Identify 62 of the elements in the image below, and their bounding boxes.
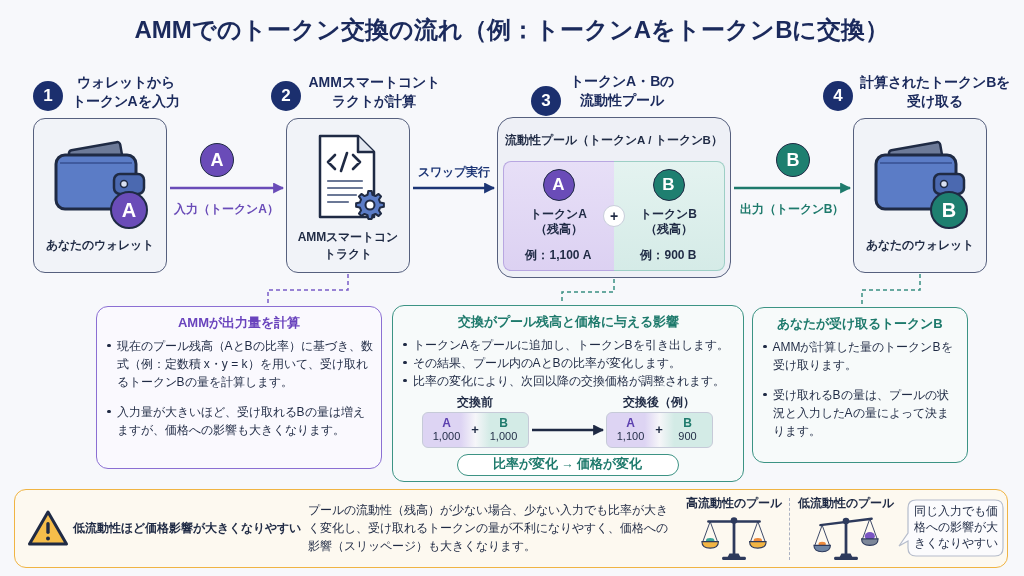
token-coin: B: [652, 168, 685, 201]
step-heading: ウォレットからトークンAを入力: [71, 73, 181, 111]
token-coin: A: [200, 143, 234, 177]
bullet-text: 入力量が大きいほど、受け取れるBの量は増えますが、価格への影響も大きくなります。: [116, 403, 366, 439]
scale-caption: 高流動性のプール: [686, 495, 782, 512]
bullet-text: 現在のプール残高（AとBの比率）に基づき、数式（例：定数積 x・y = k）を用いて、受け取れるトークンBの量を計算します。: [116, 337, 373, 391]
balance-value: 例：1,100 A: [525, 246, 592, 264]
token-coin: A: [542, 168, 575, 201]
speech-bubble: [897, 498, 1004, 557]
token-name: トークンA（残高）: [529, 206, 588, 238]
bullet-text: 比率の変化により、次回以降の交換価格が調整されます。: [412, 372, 725, 390]
node-label: あなたのウォレット: [866, 237, 974, 254]
bullet-text: AMMが計算した量のトークンBを受け取ります。: [772, 338, 954, 374]
plus-sign: +: [471, 420, 479, 439]
token-letter: A: [626, 415, 635, 431]
pair-heading: 交換後（例）: [623, 393, 695, 411]
plus-sign: +: [655, 420, 663, 439]
token-name: トークンB（残高）: [639, 206, 698, 238]
amount-value: 1,000: [432, 430, 461, 444]
balance-value: 例：900 B: [640, 246, 697, 264]
arrow: [413, 182, 496, 194]
arrow: [532, 424, 605, 436]
step-heading: AMMスマートコントラクトが計算: [307, 73, 441, 111]
pair-heading: 交換前: [457, 393, 493, 411]
panel-heading: 流動性プール（トークンA / トークンB）: [505, 132, 723, 149]
warning-panel: [14, 489, 1008, 568]
node-label: あなたのウォレット: [46, 237, 154, 254]
warning-title: 低流動性ほど価格影響が大きくなりやすい: [73, 520, 301, 537]
step-number: 3: [531, 86, 561, 116]
token-coin: B: [776, 143, 810, 177]
card-title: あなたが受け取るトークンB: [777, 316, 943, 333]
arrow: [734, 182, 852, 194]
card-title: 交換がプール残高と価格に与える影響: [457, 314, 679, 331]
diagram-title: AMMでのトークン交換の流れ（例：トークンAをトークンBに交換）: [134, 15, 890, 45]
step-number: 1: [33, 81, 63, 111]
amount-value: 1,000: [489, 430, 518, 444]
warning-text: プールの流動性（残高）が少ない場合、少ない入力でも比率が大きく変化し、受け取れるトークンの量が不利になりやすく、価格への影響（スリッページ）も大きくなります。: [308, 502, 669, 555]
bubble-text: 同じ入力でも価格への影響が大きくなりやすい: [913, 502, 999, 552]
bullet-text: その結果、プール内のAとBの比率が変化します。: [412, 354, 681, 372]
node-label: AMMスマートコントラクト: [296, 229, 400, 263]
token-coin: A: [110, 191, 148, 229]
step-number: 2: [271, 81, 301, 111]
step-number: 4: [823, 81, 853, 111]
bullet-text: 受け取れるBの量は、プールの状況と入力したAの量によって決まります。: [772, 386, 950, 440]
scale-caption: 低流動性のプール: [798, 495, 894, 512]
amount-value: 900: [678, 430, 697, 444]
card-title: AMMが出力量を計算: [177, 315, 300, 332]
bullet-text: トークンAをプールに追加し、トークンBを引き出します。: [412, 336, 729, 354]
token-letter: A: [442, 415, 451, 431]
token-coin: B: [930, 191, 968, 229]
amount-value: 1,100: [616, 430, 645, 444]
token-letter: B: [499, 415, 508, 431]
arrow: [170, 182, 285, 194]
info-card: [392, 305, 744, 482]
info-card: [752, 307, 968, 463]
info-card: [96, 306, 382, 469]
dashed-connector: [267, 273, 349, 306]
step-heading: 計算されたトークンBを受け取る: [859, 73, 1012, 111]
result-pill: 比率が変化 → 価格が変化: [456, 453, 679, 476]
token-letter: B: [683, 415, 692, 431]
step-heading: トークンA・Bの流動性プール: [569, 72, 676, 110]
dashed-connector: [861, 273, 921, 307]
